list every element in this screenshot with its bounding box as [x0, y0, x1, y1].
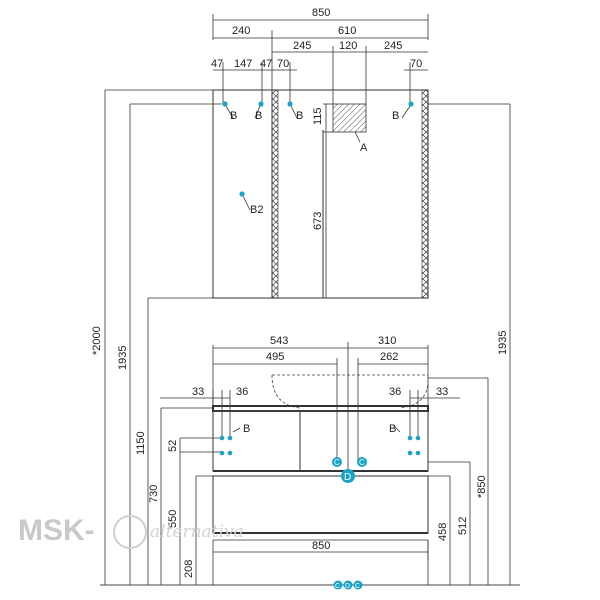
dim-240: 240 — [232, 25, 250, 37]
dim-245-left: 245 — [293, 40, 311, 52]
marker-d-bottom-label: D — [345, 583, 350, 590]
dim-512: 512 — [457, 517, 469, 535]
connection-dot-lower-8 — [415, 450, 421, 456]
dim-310: 310 — [378, 335, 396, 347]
dim-543: 543 — [270, 335, 288, 347]
dim-850-top: 850 — [312, 7, 330, 19]
dim-33-right: 33 — [436, 386, 448, 398]
dim-36-right: 36 — [389, 386, 401, 398]
dim-208: 208 — [183, 560, 195, 578]
marker-d — [341, 469, 355, 483]
watermark-text: MSK- — [18, 514, 95, 547]
dim-147: 147 — [234, 58, 252, 70]
connection-dot-lower-3 — [219, 450, 225, 456]
dim-730: 730 — [148, 485, 160, 503]
dim-673: 673 — [312, 212, 324, 230]
lower-connection-markers — [219, 425, 421, 456]
dim-1935-left: 1935 — [117, 346, 129, 370]
vanity-cabinet — [212, 405, 429, 541]
connection-dot-lower-5 — [407, 435, 413, 441]
connection-dot-b4 — [408, 101, 414, 107]
dim-70-left: 70 — [277, 58, 289, 70]
dim-52: 52 — [167, 440, 179, 452]
marker-c-bottom-right-label: C — [355, 583, 360, 590]
dim-70-right: 70 — [410, 58, 422, 70]
dim-850-vertical: *850 — [476, 475, 488, 498]
connection-dot-lower-4 — [227, 450, 233, 456]
label-b2: B2 — [250, 204, 263, 216]
label-b-3: B — [296, 110, 303, 122]
upper-connection-markers — [222, 101, 414, 211]
vertical-dimension-lines — [100, 89, 520, 586]
dim-120: 120 — [339, 40, 357, 52]
dim-495: 495 — [266, 351, 284, 363]
marker-c-left-label: C — [334, 458, 340, 467]
top-dimension-lines — [212, 14, 429, 104]
marker-d-bottom — [343, 580, 353, 590]
upper-cabinet — [212, 89, 429, 299]
marker-c-right — [357, 457, 367, 467]
watermark: MSK- alternativa — [18, 514, 244, 549]
label-b-1: B — [230, 110, 237, 122]
label-b-2: B — [255, 110, 262, 122]
connection-dot-b1 — [222, 101, 228, 107]
connection-dot-lower-1 — [219, 435, 225, 441]
connection-dot-b3 — [287, 101, 293, 107]
connection-dot-b2-label — [239, 191, 245, 197]
label-b-lower-right: B — [389, 423, 396, 435]
marker-c-right-label: C — [359, 458, 365, 467]
marker-c-bottom-right — [353, 580, 363, 590]
marker-d-label: D — [344, 472, 351, 483]
dim-33-left: 33 — [192, 386, 204, 398]
dim-115: 115 — [312, 107, 324, 125]
dim-850-bottom: 850 — [312, 540, 330, 552]
dim-1935-right: 1935 — [497, 331, 509, 355]
label-b-4: B — [392, 110, 399, 122]
dim-550: 550 — [167, 510, 179, 528]
dim-1150: 1150 — [135, 431, 147, 455]
drain-markers — [332, 457, 367, 590]
dim-47-right: 47 — [260, 58, 272, 70]
marker-c-bottom-left — [333, 580, 343, 590]
watermark-at-icon — [113, 515, 147, 549]
connection-dot-lower-2 — [227, 435, 233, 441]
marker-c-bottom-left-label: C — [335, 583, 340, 590]
dim-47-left: 47 — [211, 58, 223, 70]
label-a: A — [360, 142, 368, 154]
dim-36-left: 36 — [236, 386, 248, 398]
label-b-lower-left: B — [243, 423, 250, 435]
dim-610: 610 — [338, 25, 356, 37]
watermark-script: alternativa — [150, 522, 244, 542]
hatched-block-a — [332, 103, 367, 133]
marker-c-left — [332, 457, 342, 467]
connection-dot-lower-6 — [415, 435, 421, 441]
dim-458: 458 — [437, 523, 449, 541]
dim-2000: *2000 — [91, 326, 103, 355]
dim-245-right: 245 — [384, 40, 402, 52]
connection-dot-lower-7 — [407, 450, 413, 456]
dim-262: 262 — [380, 351, 398, 363]
connection-dot-b2 — [258, 101, 264, 107]
sink-bowl-outline — [271, 374, 429, 409]
